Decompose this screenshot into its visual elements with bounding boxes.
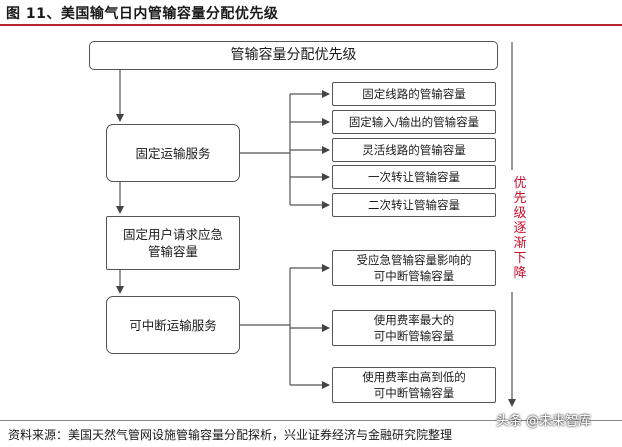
figure-title: 图 11、美国输气日内管输容量分配优先级 bbox=[6, 6, 279, 22]
watermark: 头条 @未来智库 bbox=[496, 414, 592, 429]
node-fixed-transport-label: 固定运输服务 bbox=[135, 145, 211, 161]
node-max-rate-capacity: 使用费率最大的 可中断管输容量 bbox=[332, 310, 496, 346]
priority-decreasing-label: 优先级逐渐下降 bbox=[513, 176, 527, 281]
node-flexible-route-capacity-label: 灵活线路的管输容量 bbox=[362, 142, 466, 157]
node-fixed-route-capacity-label: 固定线路的管输容量 bbox=[362, 86, 466, 101]
node-flexible-route-capacity: 灵活线路的管输容量 bbox=[332, 138, 496, 162]
node-interruptible-transport-label: 可中断运输服务 bbox=[129, 317, 217, 333]
source-text: 资料来源：美国天然气管网设施管输容量分配探析，兴业证券经济与金融研究院整理 bbox=[8, 428, 453, 442]
node-interruptible-transport: 可中断运输服务 bbox=[106, 296, 240, 354]
node-emergency-capacity: 固定用户请求应急 管输容量 bbox=[106, 216, 240, 270]
node-emergency-affected-capacity: 受应急管输容量影响的 可中断管输容量 bbox=[332, 250, 496, 286]
source-footer: 资料来源：美国天然气管网设施管输容量分配探析，兴业证券经济与金融研究院整理 bbox=[0, 420, 622, 447]
node-first-transfer-capacity-label: 一次转让管输容量 bbox=[368, 169, 460, 184]
node-second-transfer-capacity-label: 二次转让管输容量 bbox=[368, 197, 460, 212]
node-capacity-priority-label: 管输容量分配优先级 bbox=[230, 47, 357, 63]
node-emergency-affected-capacity-label: 受应急管输容量影响的 可中断管输容量 bbox=[356, 253, 472, 283]
node-max-rate-capacity-label: 使用费率最大的 可中断管输容量 bbox=[373, 313, 455, 343]
node-emergency-capacity-label: 固定用户请求应急 管输容量 bbox=[122, 227, 223, 259]
node-fixed-route-capacity: 固定线路的管输容量 bbox=[332, 82, 496, 106]
node-fixed-io-capacity: 固定输入/输出的管输容量 bbox=[332, 110, 496, 134]
node-second-transfer-capacity: 二次转让管输容量 bbox=[332, 193, 496, 217]
node-descending-rate-capacity-label: 使用费率由高到低的 可中断管输容量 bbox=[362, 370, 466, 400]
node-fixed-transport: 固定运输服务 bbox=[106, 124, 240, 182]
node-capacity-priority: 管输容量分配优先级 bbox=[89, 41, 498, 70]
node-descending-rate-capacity: 使用费率由高到低的 可中断管输容量 bbox=[332, 367, 496, 403]
node-fixed-io-capacity-label: 固定输入/输出的管输容量 bbox=[348, 114, 480, 129]
figure-title-bar: 图 11、美国输气日内管输容量分配优先级 bbox=[0, 0, 622, 26]
node-first-transfer-capacity: 一次转让管输容量 bbox=[332, 165, 496, 189]
